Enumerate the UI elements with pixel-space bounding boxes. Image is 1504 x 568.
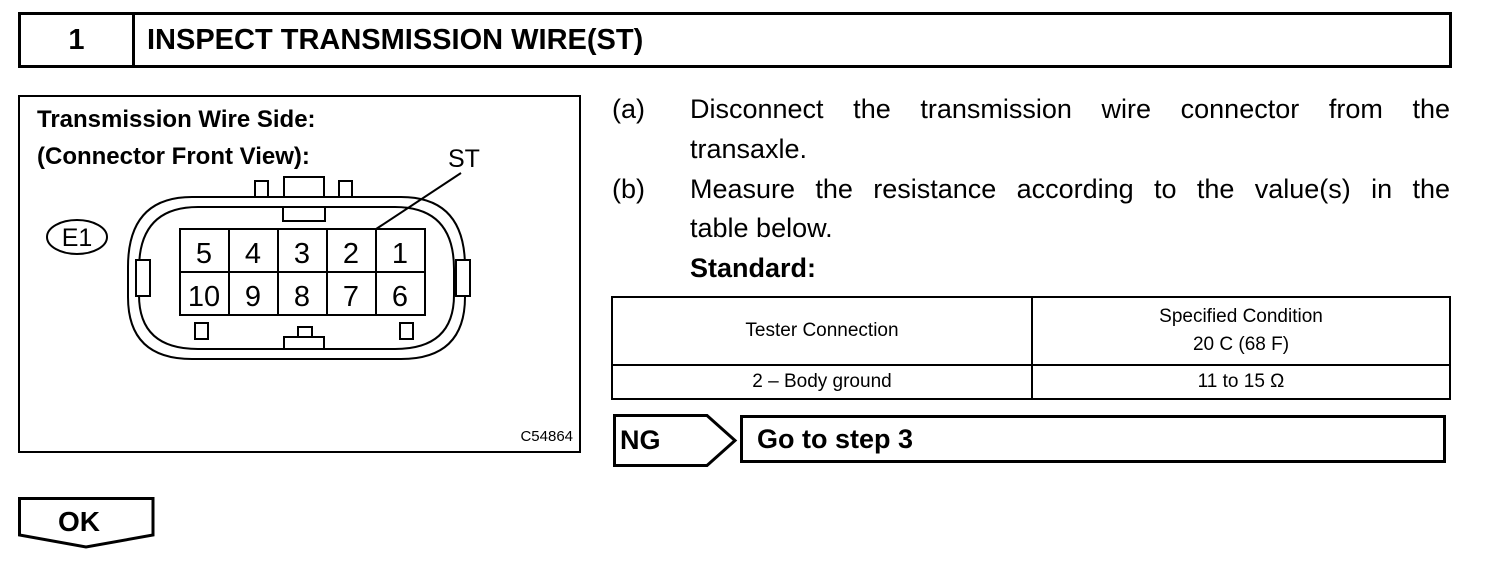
terminal-6: 6 xyxy=(392,281,408,313)
terminal-5: 5 xyxy=(196,238,212,270)
spec-table: Tester Connection Specified Condition 20… xyxy=(611,296,1451,400)
ng-go-to-step: Go to step 3 xyxy=(740,415,1446,463)
top-inner-key xyxy=(282,206,326,222)
step-a-label: (a) xyxy=(612,94,645,124)
header-specified-condition: Specified Condition 20 C (68 F) xyxy=(1031,296,1451,366)
connector-code-ellipse xyxy=(46,219,108,255)
terminal-grid xyxy=(179,228,426,316)
figure-id: C54864 xyxy=(520,428,573,445)
top-latch xyxy=(254,176,353,198)
connector-outer-shell xyxy=(127,196,466,360)
step-b-line2: table below. xyxy=(690,213,833,243)
connector-diagram: E1 ST xyxy=(46,145,480,360)
terminal-7: 7 xyxy=(343,281,359,313)
step-header: 1 INSPECT TRANSMISSION WIRE(ST) xyxy=(18,12,1452,68)
step-a-line1: Disconnect the transmission wire connect… xyxy=(690,94,1450,124)
step-b-label: (b) xyxy=(612,174,645,204)
table-row: 2 – Body ground 11 to 15 Ω xyxy=(611,364,1451,400)
header-specified-condition-label: Specified Condition xyxy=(1159,306,1323,327)
terminal-8: 8 xyxy=(294,281,310,313)
step-number: 1 xyxy=(21,15,135,65)
terminal-2: 2 xyxy=(343,238,359,270)
header-tester-connection: Tester Connection xyxy=(611,296,1033,366)
step-b-line1: Measure the resistance according to the … xyxy=(690,174,1450,204)
ng-label: NG xyxy=(620,425,661,455)
left-side-tab xyxy=(135,259,151,297)
figure-caption-line2: (Connector Front View): xyxy=(37,143,310,170)
ng-arrow-box xyxy=(613,414,738,467)
figure-caption-line1: Transmission Wire Side: xyxy=(37,106,316,133)
ok-arrow-box xyxy=(18,497,155,549)
bottom-keys xyxy=(194,322,414,350)
cell-condition: 11 to 15 Ω xyxy=(1031,364,1451,400)
step-a-line2: transaxle. xyxy=(690,134,808,164)
connector-figure: Transmission Wire Side: (Connector Front… xyxy=(18,95,581,453)
right-side-tab xyxy=(455,259,471,297)
callout-leader-line xyxy=(363,172,462,238)
standard-label: Standard: xyxy=(690,253,817,283)
ok-label: OK xyxy=(58,506,100,537)
terminal-3: 3 xyxy=(294,238,310,270)
connector-inner-shell xyxy=(138,206,455,350)
table-header-row: Tester Connection Specified Condition 20… xyxy=(611,296,1451,366)
terminal-9: 9 xyxy=(245,281,261,313)
connector-code: E1 xyxy=(62,224,93,252)
terminal-1: 1 xyxy=(392,238,408,270)
terminal-callout: ST xyxy=(448,145,480,173)
step-title: INSPECT TRANSMISSION WIRE(ST) xyxy=(147,23,644,56)
terminal-4: 4 xyxy=(245,238,261,270)
cell-connection: 2 – Body ground xyxy=(611,364,1033,400)
header-temperature: 20 C (68 F) xyxy=(1192,334,1290,355)
terminal-10: 10 xyxy=(188,281,220,313)
